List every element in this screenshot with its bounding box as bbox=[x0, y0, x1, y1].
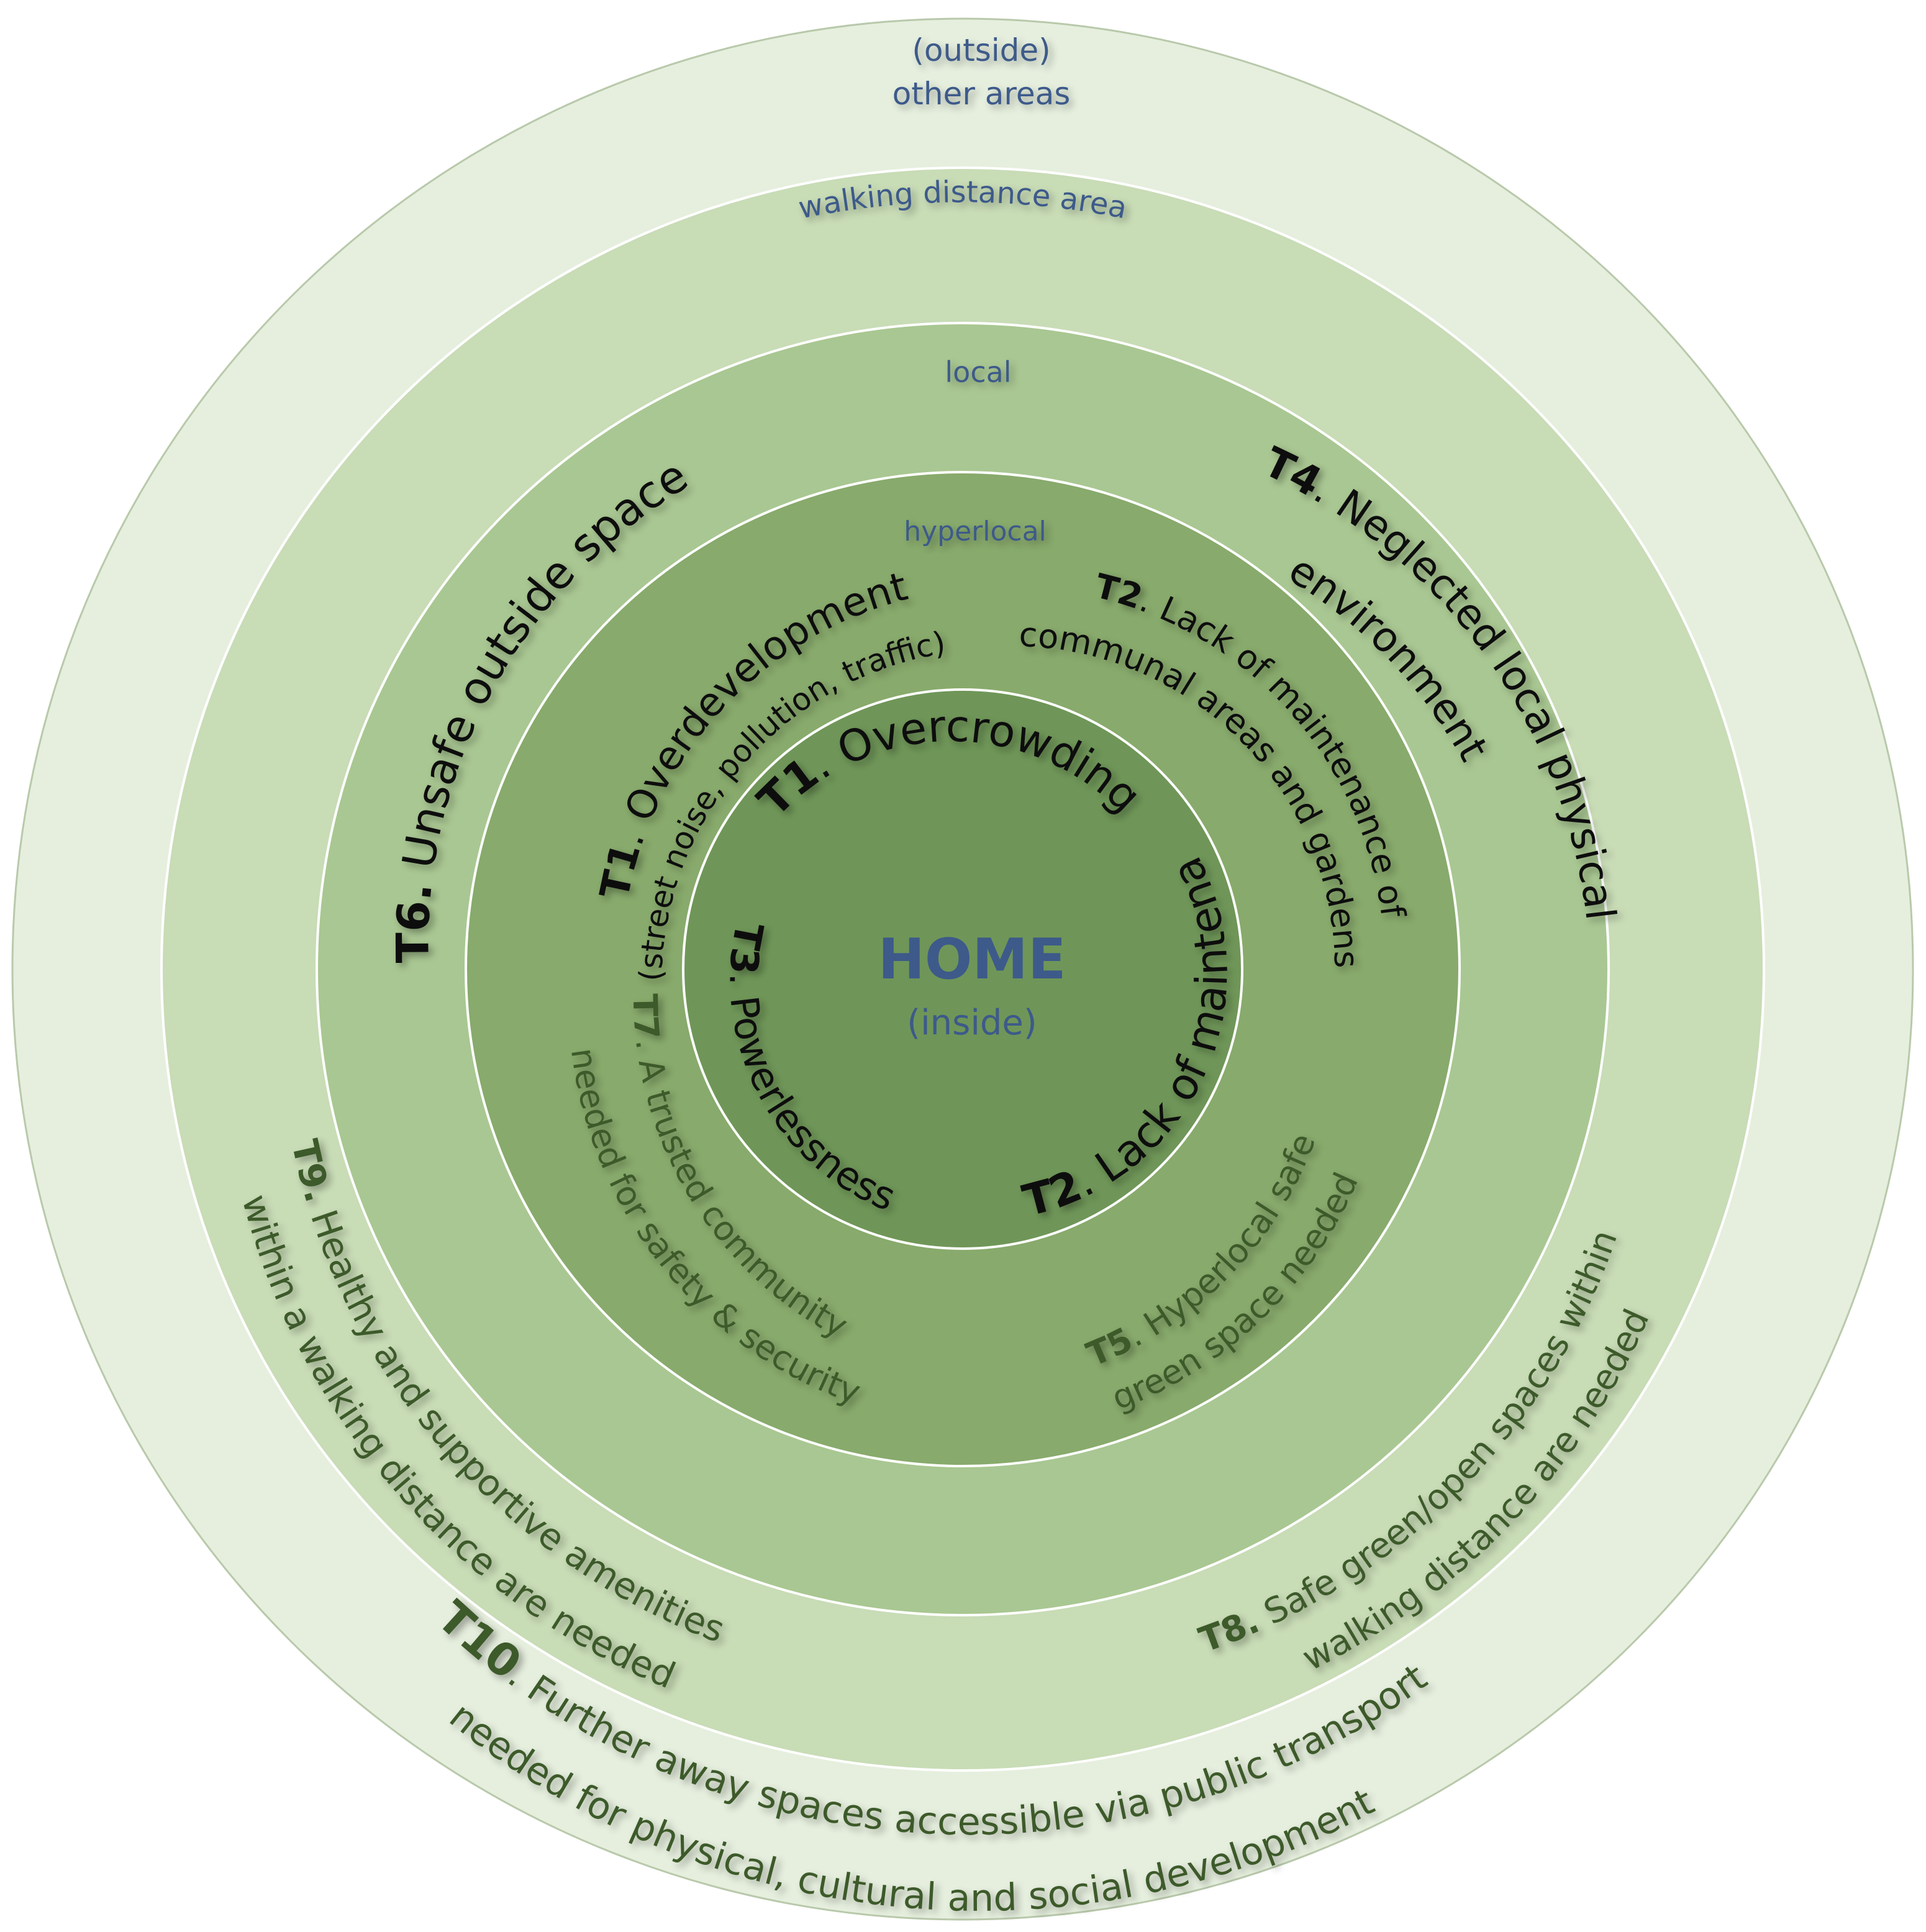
label-local: local bbox=[945, 355, 1011, 389]
label-hyperlocal: hyperlocal bbox=[904, 516, 1047, 547]
home-title: HOME bbox=[878, 927, 1066, 992]
theme-code: T6. bbox=[386, 880, 442, 963]
theme-code: T7 bbox=[625, 993, 667, 1041]
home-subtitle: (inside) bbox=[907, 1003, 1037, 1043]
label-outside-line2: other areas bbox=[893, 76, 1071, 112]
theme-code: T3 bbox=[720, 919, 772, 976]
ring-home bbox=[682, 688, 1243, 1250]
label-outside-line1: (outside) bbox=[912, 32, 1050, 68]
